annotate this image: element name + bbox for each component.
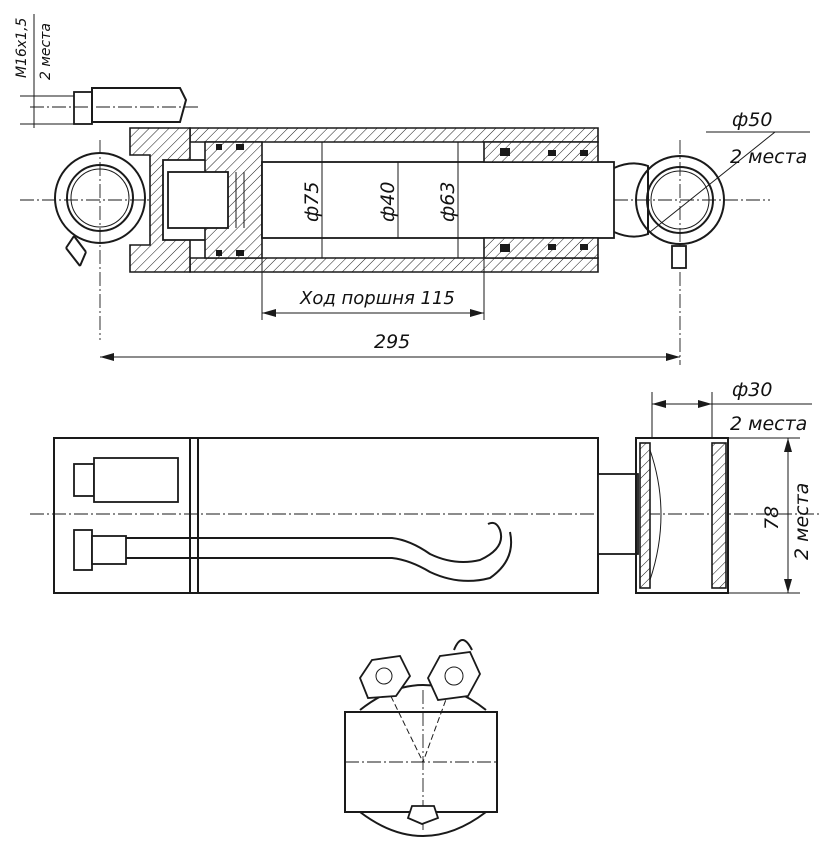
- label-thread-qty: 2 места: [38, 23, 54, 80]
- label-d-bore: ф63: [437, 182, 459, 222]
- side-port-nut: [73, 463, 95, 497]
- label-length: 295: [374, 331, 410, 353]
- port-fitting-body: [91, 87, 188, 123]
- piston-nut: [167, 171, 229, 229]
- label-d-rod: ф40: [377, 182, 399, 222]
- gland-top: [483, 141, 599, 163]
- label-stroke: Ход поршня 115: [299, 288, 455, 309]
- label-bushing-width: 78: [761, 506, 783, 530]
- side-view: ф30 2 места 78 2 места: [30, 379, 820, 594]
- label-bushing-qty: 2 места: [730, 413, 807, 435]
- end-view: [344, 639, 498, 837]
- side-rod: [597, 473, 639, 555]
- port-fitting-nut: [73, 91, 93, 125]
- section-view: ф75 ф40 ф63 Ход поршня 115 295 M16x1,5 2…: [14, 14, 810, 365]
- side-tube-line: [126, 521, 502, 563]
- side-rod-eye: [635, 437, 729, 594]
- piston-rod: [261, 161, 615, 239]
- label-thread: M16x1,5: [14, 17, 30, 78]
- side-fitting-nut: [73, 529, 93, 571]
- side-port-body: [93, 457, 179, 503]
- label-bushing-diameter: ф30: [732, 379, 772, 401]
- label-bushing-width-qty: 2 места: [791, 483, 813, 560]
- right-eye-outer: [635, 155, 725, 245]
- end-view-hex-left: [358, 655, 412, 699]
- tube-wall-bottom: [189, 257, 599, 273]
- gland-bottom: [483, 237, 599, 259]
- label-d-outer: ф75: [301, 182, 323, 222]
- grease-fitting-left: [65, 235, 87, 267]
- end-view-grease-fitting: [406, 805, 440, 825]
- label-pin-qty: 2 места: [730, 146, 807, 168]
- grease-fitting-right: [671, 245, 687, 269]
- side-tube: [197, 437, 599, 594]
- end-view-hex-right: [426, 651, 482, 701]
- label-pin-diameter: ф50: [732, 109, 772, 131]
- tube-wall-top: [189, 127, 599, 143]
